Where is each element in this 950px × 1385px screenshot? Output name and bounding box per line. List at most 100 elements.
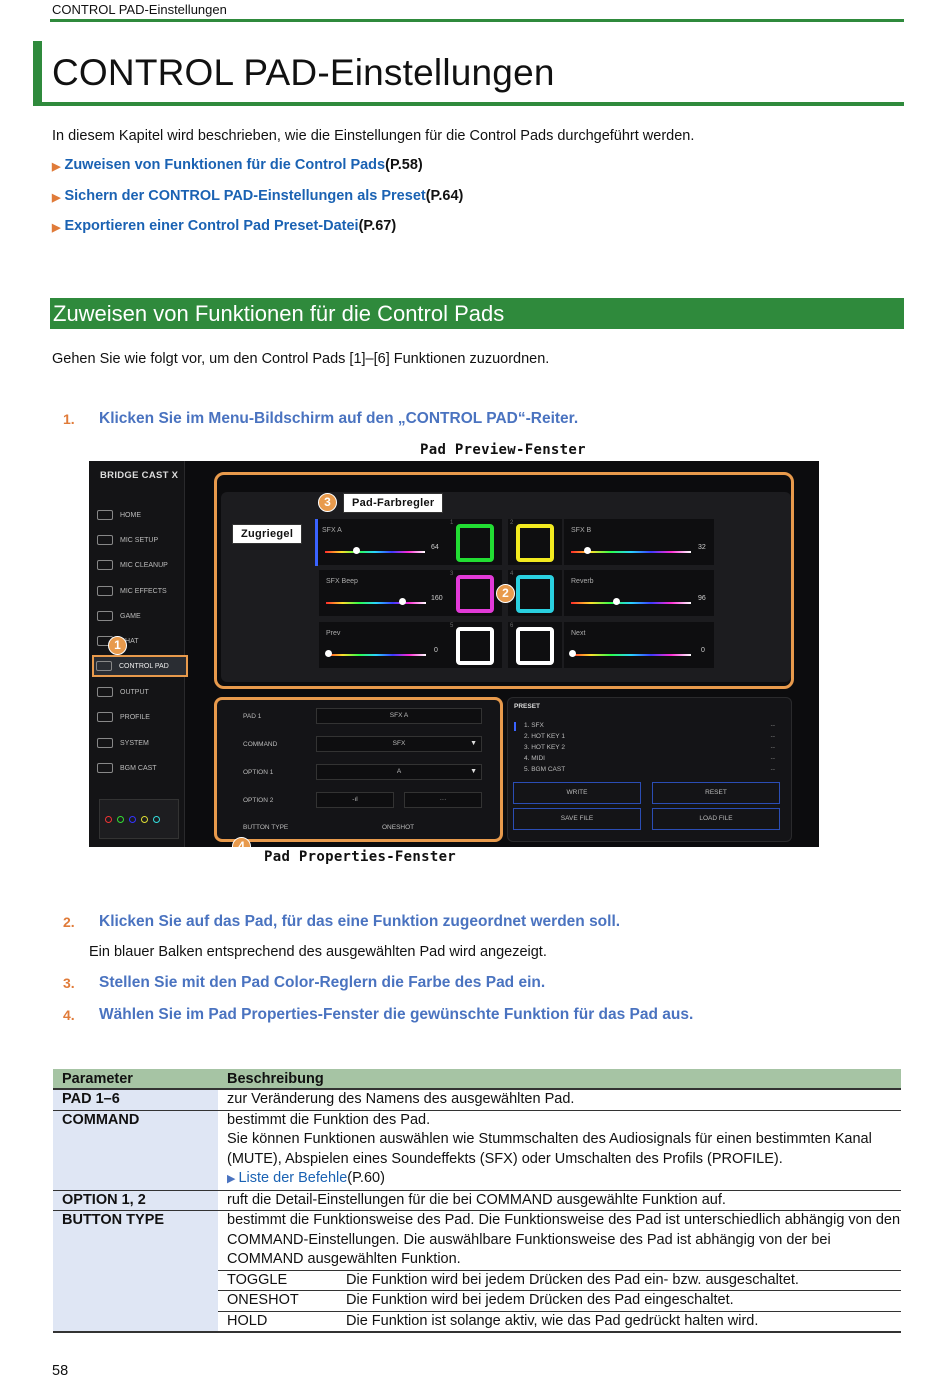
prop-label: OPTION 2 [243, 797, 274, 804]
mode-name: TOGGLE [227, 1271, 288, 1288]
nav-system[interactable]: SYSTEM [95, 734, 183, 752]
pad-name-field[interactable]: SFX A [316, 708, 482, 724]
pad-name: Next [571, 630, 586, 637]
pad-name: Reverb [571, 578, 594, 585]
preset-item[interactable]: 1. SFX [524, 722, 544, 729]
pad-index: 4 [510, 571, 514, 577]
dropdown-arrow-icon: ▼ [470, 768, 477, 775]
pad-index: 5 [450, 623, 454, 629]
nav-home[interactable]: HOME [95, 506, 183, 524]
load-file-button[interactable]: LOAD FILE [652, 808, 780, 830]
slider-handle[interactable] [569, 650, 576, 657]
preset-item[interactable]: 2. HOT KEY 1 [524, 733, 565, 740]
nav-profile[interactable]: PROFILE [95, 708, 183, 726]
slider-handle[interactable] [325, 650, 332, 657]
pad-3[interactable]: 3 [448, 570, 502, 616]
slider-handle[interactable] [584, 547, 591, 554]
pad-value: 0 [434, 647, 438, 654]
step-text: Wählen Sie im Pad Properties-Fenster die… [99, 1006, 694, 1023]
option2-field-b[interactable]: ··· [404, 792, 482, 808]
button-type-value[interactable]: ONESHOT [382, 824, 415, 831]
nav-bgm-cast[interactable]: BGM CAST [95, 759, 183, 777]
pad-1[interactable]: 1 [448, 519, 502, 565]
xref-link[interactable]: Liste der Befehle [238, 1170, 348, 1186]
slider-handle[interactable] [353, 547, 360, 554]
arrow-right-icon: ▶ [52, 161, 61, 173]
figure-caption-properties: Pad Properties-Fenster [264, 849, 457, 865]
pad-4[interactable]: 4 [508, 570, 562, 616]
color-slider-track[interactable] [571, 654, 691, 656]
pad-6[interactable]: 6 [508, 622, 562, 668]
pad-properties-panel: PAD 1 SFX A COMMAND SFX▼ OPTION 1 A▼ OPT… [214, 697, 503, 842]
color-slider-track[interactable] [326, 602, 426, 604]
write-button[interactable]: WRITE [513, 782, 641, 804]
option2-field-a[interactable]: -ıl [316, 792, 394, 808]
nav-mic-setup[interactable]: MIC SETUP [95, 531, 183, 549]
slider-handle[interactable] [613, 598, 620, 605]
preset-dash: -- [770, 766, 775, 773]
prop-label: OPTION 1 [243, 769, 274, 776]
selected-pad-indicator [315, 519, 318, 566]
callout-farbregler: Pad-Farbregler [343, 493, 444, 513]
chapter-link[interactable]: ▶Zuweisen von Funktionen für die Control… [52, 157, 463, 188]
nav-mic-effects[interactable]: MIC EFFECTS [95, 582, 183, 600]
nav-control-pad[interactable]: CONTROL PAD [92, 655, 188, 677]
preset-item[interactable]: 4. MIDI [524, 755, 545, 762]
command-select[interactable]: SFX▼ [316, 736, 482, 752]
step-2: 2.Klicken Sie auf das Pad, für das eine … [63, 913, 620, 931]
color-slider-track[interactable] [325, 551, 425, 553]
prop-label: BUTTON TYPE [243, 824, 289, 831]
color-slider-track[interactable] [571, 602, 691, 604]
pad-value: 160 [431, 595, 443, 602]
pad-2[interactable]: 2 [508, 519, 562, 565]
pad-square[interactable] [456, 575, 494, 613]
pad-5[interactable]: 5 [448, 622, 502, 668]
profile-icon [97, 712, 113, 722]
preset-item[interactable]: 3. HOT KEY 2 [524, 744, 565, 751]
option1-select[interactable]: A▼ [316, 764, 482, 780]
link-text[interactable]: Sichern der CONTROL PAD-Einstellungen al… [64, 187, 426, 204]
prop-label: COMMAND [243, 741, 278, 748]
step-number: 1. [63, 411, 75, 427]
nav-output[interactable]: OUTPUT [95, 683, 183, 701]
pad-color-slider-4[interactable]: Reverb 96 [564, 570, 714, 616]
field-value: A [396, 768, 402, 775]
nav-label: MIC CLEANUP [120, 561, 168, 569]
save-file-button[interactable]: SAVE FILE [513, 808, 641, 830]
arrow-right-icon: ▶ [52, 222, 61, 234]
pad-color-slider-1[interactable]: SFX A 64 [315, 519, 465, 565]
color-slider-track[interactable] [571, 551, 691, 553]
arrow-right-icon: ▶ [227, 1173, 236, 1185]
preset-item[interactable]: 5. BGM CAST [524, 766, 566, 773]
pad-square[interactable] [516, 627, 554, 665]
pad-color-slider-5[interactable]: Prev 0 [319, 622, 469, 668]
pad-square[interactable] [516, 575, 554, 613]
param-desc: bestimmt die Funktionsweise des Pad. Die… [218, 1210, 901, 1333]
link-text[interactable]: Zuweisen von Funktionen für die Control … [64, 157, 386, 173]
music-icon [97, 763, 113, 773]
pad-color-slider-3[interactable]: SFX Beep 160 [319, 570, 469, 616]
link-text[interactable]: Exportieren einer Control Pad Preset-Dat… [64, 218, 359, 234]
nav-label: MIC EFFECTS [120, 587, 167, 595]
callout-badge-3: 3 [318, 493, 337, 512]
pad-square[interactable] [516, 524, 554, 562]
chapter-link[interactable]: ▶Exportieren einer Control Pad Preset-Da… [52, 218, 463, 249]
step-text: Stellen Sie mit den Pad Color-Reglern di… [99, 974, 546, 991]
mode-desc: Die Funktion wird bei jedem Drücken des … [346, 1271, 799, 1288]
reset-button[interactable]: RESET [652, 782, 780, 804]
nav-mic-cleanup[interactable]: MIC CLEANUP [95, 556, 183, 574]
nav-game[interactable]: GAME [95, 607, 183, 625]
pad-index: 6 [510, 623, 514, 629]
color-slider-track[interactable] [326, 654, 426, 656]
chapter-link[interactable]: ▶Sichern der CONTROL PAD-Einstellungen a… [52, 188, 463, 219]
section-title: Zuweisen von Funktionen für die Control … [50, 298, 904, 329]
pad-square[interactable] [456, 524, 494, 562]
slider-handle[interactable] [399, 598, 406, 605]
callout-badge-1: 1 [108, 636, 127, 655]
pad-color-slider-2[interactable]: SFX B 32 [564, 519, 714, 565]
pad-color-slider-6[interactable]: Next 0 [564, 622, 714, 668]
pad-square[interactable] [456, 627, 494, 665]
prop-label: PAD 1 [243, 713, 262, 720]
param-name: COMMAND [53, 1110, 218, 1191]
param-desc: ruft die Detail-Einstellungen für die be… [218, 1190, 901, 1211]
